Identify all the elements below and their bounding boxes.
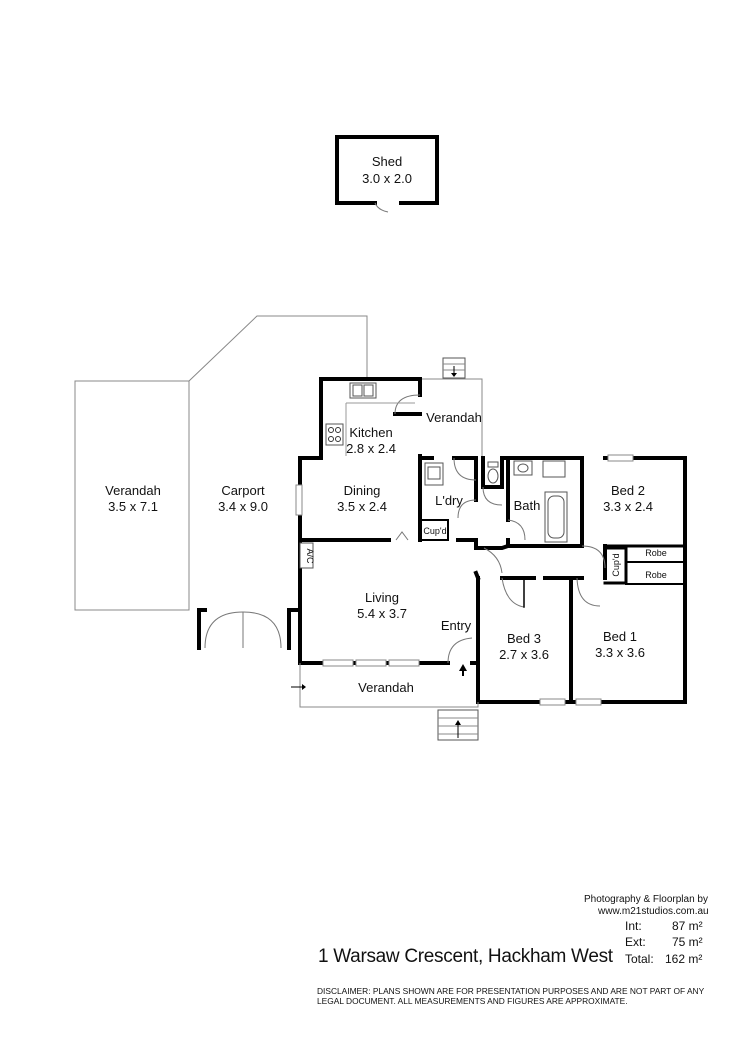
disclaimer: DISCLAIMER: PLANS SHOWN ARE FOR PRESENTA… bbox=[317, 986, 705, 1006]
carport: Carport 3.4 x 9.0 bbox=[188, 315, 368, 650]
bed3-label: Bed 3 bbox=[507, 631, 541, 646]
verandah-south-label: Verandah bbox=[358, 680, 414, 695]
kitchen-label: Kitchen bbox=[349, 425, 392, 440]
dining-size: 3.5 x 2.4 bbox=[337, 499, 387, 514]
laundry-label: L'dry bbox=[435, 493, 463, 508]
area-total-value: 162 m² bbox=[665, 952, 703, 966]
bed1-size: 3.3 x 3.6 bbox=[595, 645, 645, 660]
credit-line-1: Photography & Floorplan by bbox=[584, 894, 708, 905]
area-total-label: Total: bbox=[625, 952, 654, 966]
bed1: Bed 1 3.3 x 3.6 bbox=[569, 454, 645, 706]
verandah-west-size: 3.5 x 7.1 bbox=[108, 499, 158, 514]
entry-label: Entry bbox=[441, 618, 472, 633]
entry: Entry bbox=[441, 618, 480, 676]
verandah-north-label: Verandah bbox=[426, 410, 482, 425]
kitchen-size: 2.8 x 2.4 bbox=[346, 441, 396, 456]
verandah-west-label: Verandah bbox=[105, 483, 161, 498]
bathroom: Bath bbox=[481, 456, 584, 548]
hall-cupboard-label: Cup'd bbox=[611, 553, 621, 576]
bed1-label: Bed 1 bbox=[603, 629, 637, 644]
dining-label: Dining bbox=[344, 483, 381, 498]
shed-label: Shed bbox=[372, 154, 402, 169]
ac-label: A/C bbox=[305, 548, 315, 564]
kitchen: Kitchen 2.8 x 2.4 bbox=[319, 377, 422, 458]
area-ext-label: Ext: bbox=[625, 935, 646, 949]
laundry: L'dry Cup'd bbox=[419, 457, 478, 542]
bed2: Bed 2 3.3 x 2.4 bbox=[603, 483, 653, 514]
shed-size: 3.0 x 2.0 bbox=[362, 171, 412, 186]
verandah-west: Verandah 3.5 x 7.1 bbox=[74, 380, 190, 611]
credit-url: www.m21studios.com.au bbox=[598, 906, 709, 917]
verandah-north: Verandah bbox=[420, 357, 483, 456]
living: A/C Living 5.4 x 3.7 bbox=[299, 542, 420, 667]
area-int-label: Int: bbox=[625, 919, 642, 933]
property-address: 1 Warsaw Crescent, Hackham West bbox=[318, 946, 613, 967]
area-int-value: 87 m² bbox=[672, 919, 703, 933]
carport-size: 3.4 x 9.0 bbox=[218, 499, 268, 514]
living-size: 5.4 x 3.7 bbox=[357, 606, 407, 621]
living-label: Living bbox=[365, 590, 399, 605]
area-ext-value: 75 m² bbox=[672, 935, 703, 949]
bed3-size: 2.7 x 3.6 bbox=[499, 647, 549, 662]
laundry-cupboard-label: Cup'd bbox=[423, 526, 446, 536]
bath-label: Bath bbox=[514, 498, 541, 513]
shed: Shed 3.0 x 2.0 bbox=[335, 135, 439, 213]
bed2-size: 3.3 x 2.4 bbox=[603, 499, 653, 514]
robe2-label: Robe bbox=[645, 570, 667, 580]
robe1-label: Robe bbox=[645, 548, 667, 558]
carport-label: Carport bbox=[221, 483, 265, 498]
bed3: Bed 3 2.7 x 3.6 bbox=[499, 631, 566, 706]
bed2-label: Bed 2 bbox=[611, 483, 645, 498]
hall: Cup'd Robe Robe bbox=[473, 538, 687, 608]
dining: Dining 3.5 x 2.4 bbox=[337, 483, 409, 541]
verandah-south: Verandah bbox=[291, 663, 479, 741]
